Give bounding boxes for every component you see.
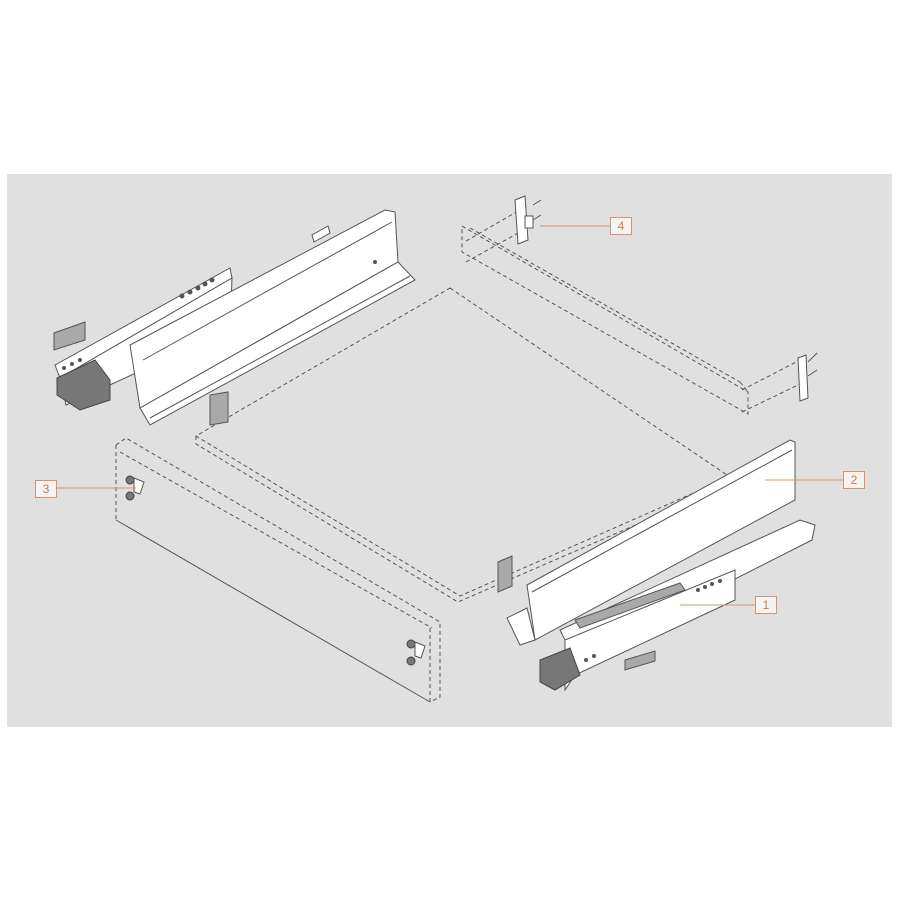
callout-3[interactable]: 3 (35, 480, 57, 498)
front-panel-outline (115, 437, 441, 703)
rear-bracket-right (797, 352, 818, 402)
right-runner (539, 519, 816, 692)
front-bracket-right (406, 639, 426, 666)
rear-bracket-top (514, 195, 542, 245)
diagram-background (7, 174, 892, 727)
back-panel-outline (461, 209, 801, 415)
left-drawer-side (53, 209, 416, 426)
callout-4[interactable]: 4 (610, 217, 632, 235)
callout-1[interactable]: 1 (755, 596, 777, 614)
right-drawer-side (497, 439, 796, 646)
front-bracket-left (125, 475, 145, 501)
callout-2[interactable]: 2 (843, 471, 865, 489)
